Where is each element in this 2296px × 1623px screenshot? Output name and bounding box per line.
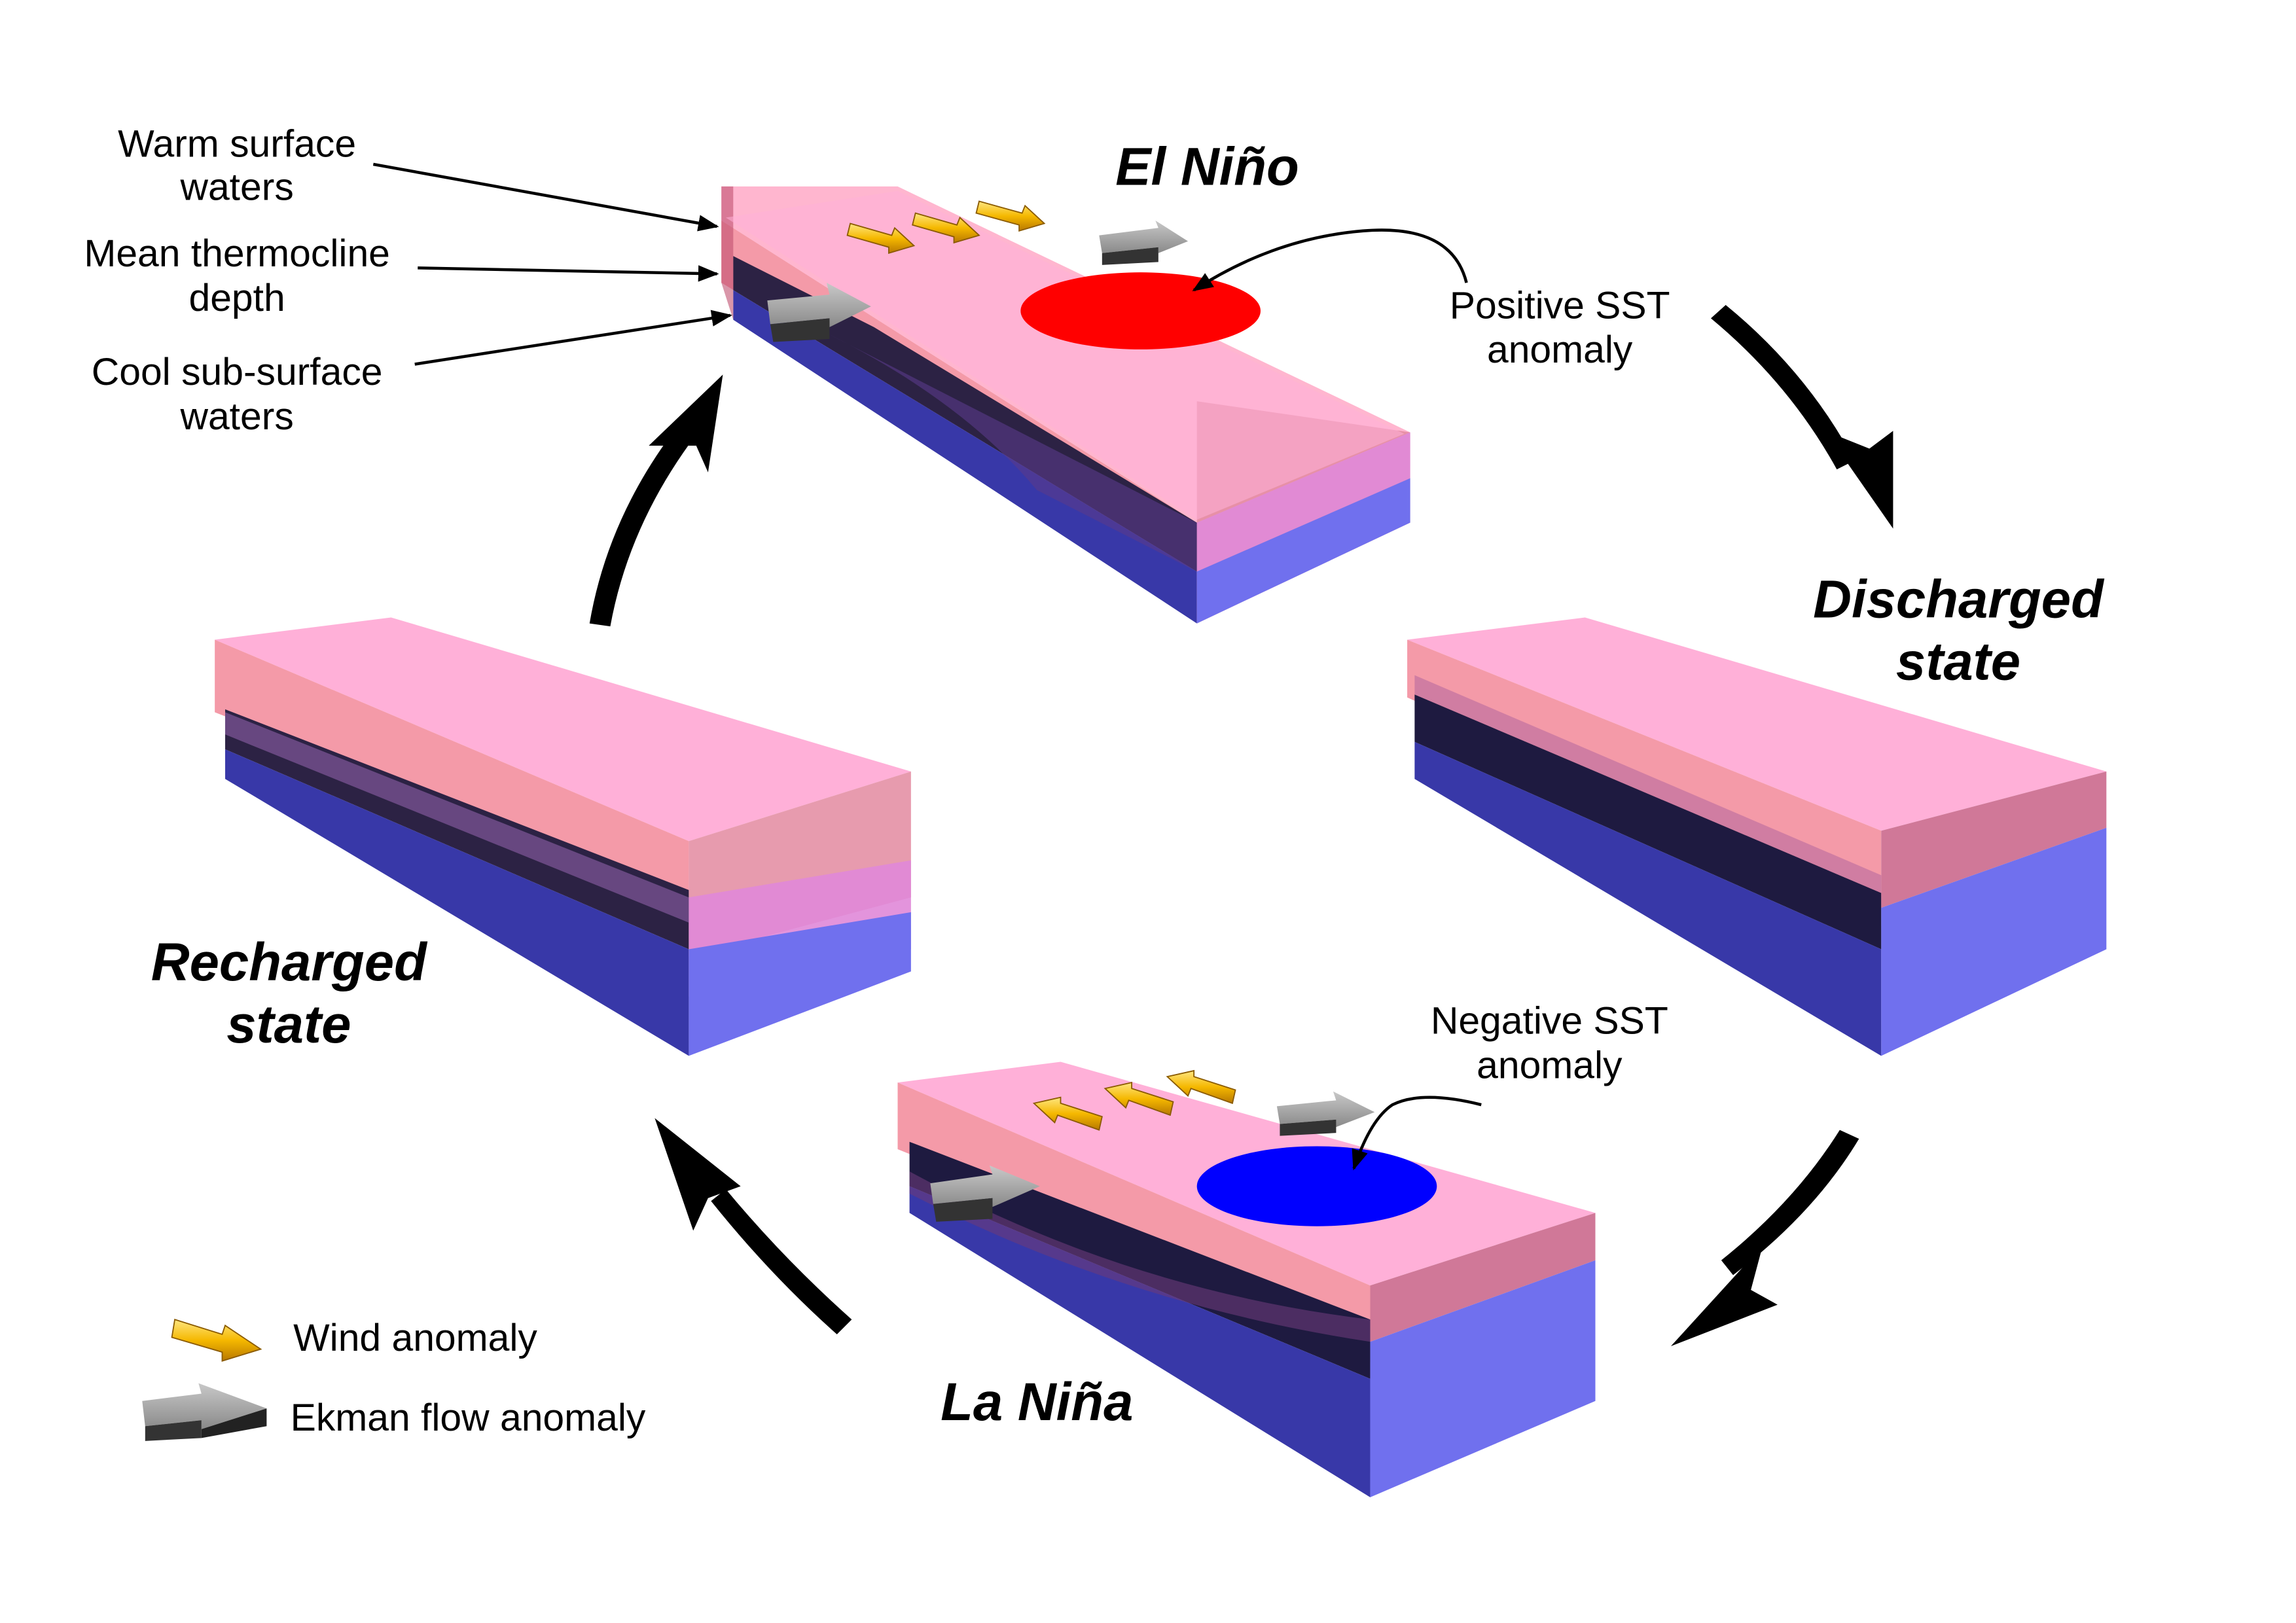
- el-nino-title: El Niño: [1115, 137, 1299, 197]
- cycle-arrow-icon: [655, 1118, 852, 1334]
- wind-anomaly-arrow-icon: [1166, 1069, 1236, 1105]
- wind-anomaly-arrow-icon: [912, 212, 980, 244]
- wind-anomaly-arrow-icon: [171, 1319, 262, 1362]
- warm-surface-label-line2: waters: [179, 166, 293, 208]
- leader-lines: [372, 162, 1482, 1171]
- cycle-arrow-icon: [589, 374, 723, 627]
- positive-sst-label-line2: anomaly: [1487, 329, 1633, 371]
- el-nino-ocean-box: [721, 186, 1410, 624]
- el-nino-wind-arrows: [846, 200, 1046, 254]
- wind-anomaly-arrow-icon: [975, 200, 1046, 232]
- discharged-state-title-line1: Discharged: [1813, 570, 2105, 630]
- discharged-state-title-line2: state: [1896, 632, 2020, 692]
- el-nino-ekman-arrows: [767, 220, 1189, 342]
- discharged-state-ocean-box: [1407, 617, 2107, 1056]
- wind-anomaly-arrow-icon: [1032, 1096, 1103, 1131]
- legend: Wind anomaly Ekman flow anomaly: [142, 1317, 646, 1441]
- ekman-flow-arrow-icon: [142, 1383, 267, 1441]
- legend-ekman-label: Ekman flow anomaly: [291, 1397, 646, 1439]
- warm-surface-label-line1: Warm surface: [118, 123, 356, 166]
- ekman-flow-arrow-icon: [1276, 1091, 1375, 1136]
- cool-subsurface-label-line1: Cool sub-surface: [92, 351, 383, 393]
- mean-thermocline-label-line1: Mean thermocline: [84, 232, 390, 275]
- recharged-state-title-line1: Recharged: [151, 933, 428, 992]
- mean-thermocline-label-line2: depth: [189, 277, 285, 319]
- negative-sst-label-line1: Negative SST: [1431, 999, 1668, 1042]
- la-nina-ekman-arrows: [930, 1091, 1375, 1222]
- cool-subsurface-label-line2: waters: [179, 395, 293, 438]
- ekman-flow-arrow-icon: [930, 1165, 1040, 1222]
- la-nina-title: La Niña: [941, 1372, 1133, 1432]
- positive-sst-label-line1: Positive SST: [1450, 284, 1670, 327]
- legend-wind-label: Wind anomaly: [293, 1317, 537, 1359]
- wind-anomaly-arrow-icon: [1103, 1082, 1174, 1116]
- cycle-arrow-icon: [1670, 1130, 1859, 1347]
- positive-sst-anomaly-ellipse: [1020, 272, 1261, 349]
- ekman-flow-arrow-icon: [767, 283, 871, 342]
- negative-sst-label-line2: anomaly: [1477, 1044, 1623, 1086]
- la-nina-wind-arrows: [1032, 1069, 1236, 1131]
- recharged-state-title-line2: state: [226, 995, 351, 1054]
- cycle-arrow-icon: [1711, 304, 1893, 529]
- negative-sst-anomaly-ellipse: [1196, 1146, 1437, 1226]
- wind-anomaly-arrow-icon: [846, 223, 916, 254]
- ekman-flow-arrow-icon: [1099, 220, 1189, 265]
- cycle-arrows: [589, 304, 1893, 1347]
- recharged-state-ocean-box: [215, 617, 911, 1056]
